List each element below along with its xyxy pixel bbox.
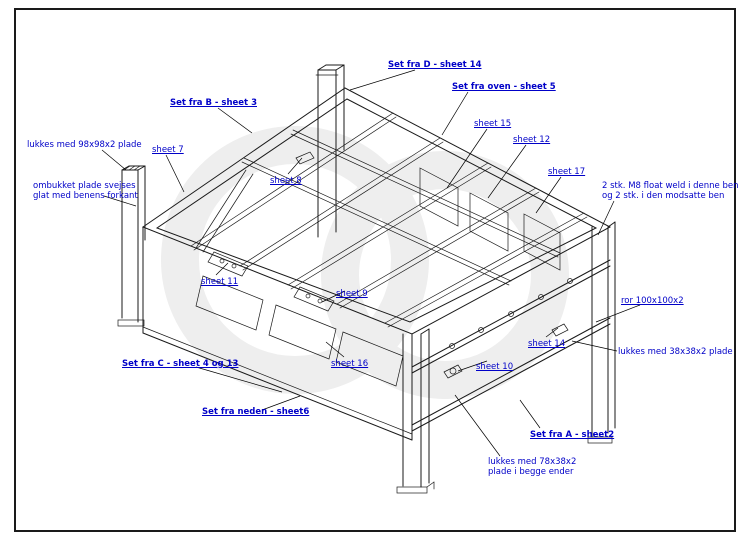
- back-post: [295, 64, 345, 238]
- front-leg: [396, 328, 435, 494]
- label-set-fra-b[interactable]: Set fra B - sheet 3: [170, 98, 257, 108]
- label-set-fra-a[interactable]: Set fra A - sheet2: [530, 430, 615, 440]
- label-sheet-14[interactable]: sheet 14: [528, 339, 566, 349]
- label-sheet-7[interactable]: sheet 7: [152, 145, 184, 155]
- label-sheet-8[interactable]: sheet 8: [270, 176, 302, 186]
- left-post: [117, 165, 146, 327]
- label-set-fra-c[interactable]: Set fra C - sheet 4 og 13: [122, 359, 239, 369]
- label-sheet-15[interactable]: sheet 15: [474, 119, 512, 129]
- label-sheet-10[interactable]: sheet 10: [476, 362, 514, 372]
- note-m8-weld: 2 stk. M8 float weld i denne ben og 2 st…: [602, 181, 739, 201]
- stringers: [241, 129, 561, 286]
- inner-panels: [419, 167, 561, 271]
- label-sheet-12[interactable]: sheet 12: [513, 135, 551, 145]
- label-set-fra-neden[interactable]: Set fra neden - sheet6: [202, 407, 310, 417]
- note-ror-100x100: ror 100x100x2: [621, 296, 684, 306]
- label-set-fra-oven[interactable]: Set fra oven - sheet 5: [452, 82, 556, 92]
- label-sheet-11[interactable]: sheet 11: [201, 277, 239, 287]
- label-sheet-16[interactable]: sheet 16: [331, 359, 369, 369]
- front-left-apron: [142, 226, 413, 441]
- note-lukkes-98x98: lukkes med 98x98x2 plade: [27, 140, 142, 150]
- label-set-fra-d[interactable]: Set fra D - sheet 14: [388, 60, 482, 70]
- label-sheet-17[interactable]: sheet 17: [548, 167, 586, 177]
- label-sheet-9[interactable]: sheet 9: [336, 289, 368, 299]
- note-lukkes-78x38: lukkes med 78x38x2 plade i begge ender: [488, 457, 577, 477]
- leader-lines: [101, 69, 641, 457]
- note-lukkes-38x38: lukkes med 38x38x2 plade: [618, 347, 733, 357]
- note-ombukket: ombukket plade svejses glat med benens f…: [33, 181, 138, 201]
- right-leg: [587, 221, 616, 444]
- diagonal-braces: [195, 169, 254, 253]
- watermark: [161, 126, 569, 399]
